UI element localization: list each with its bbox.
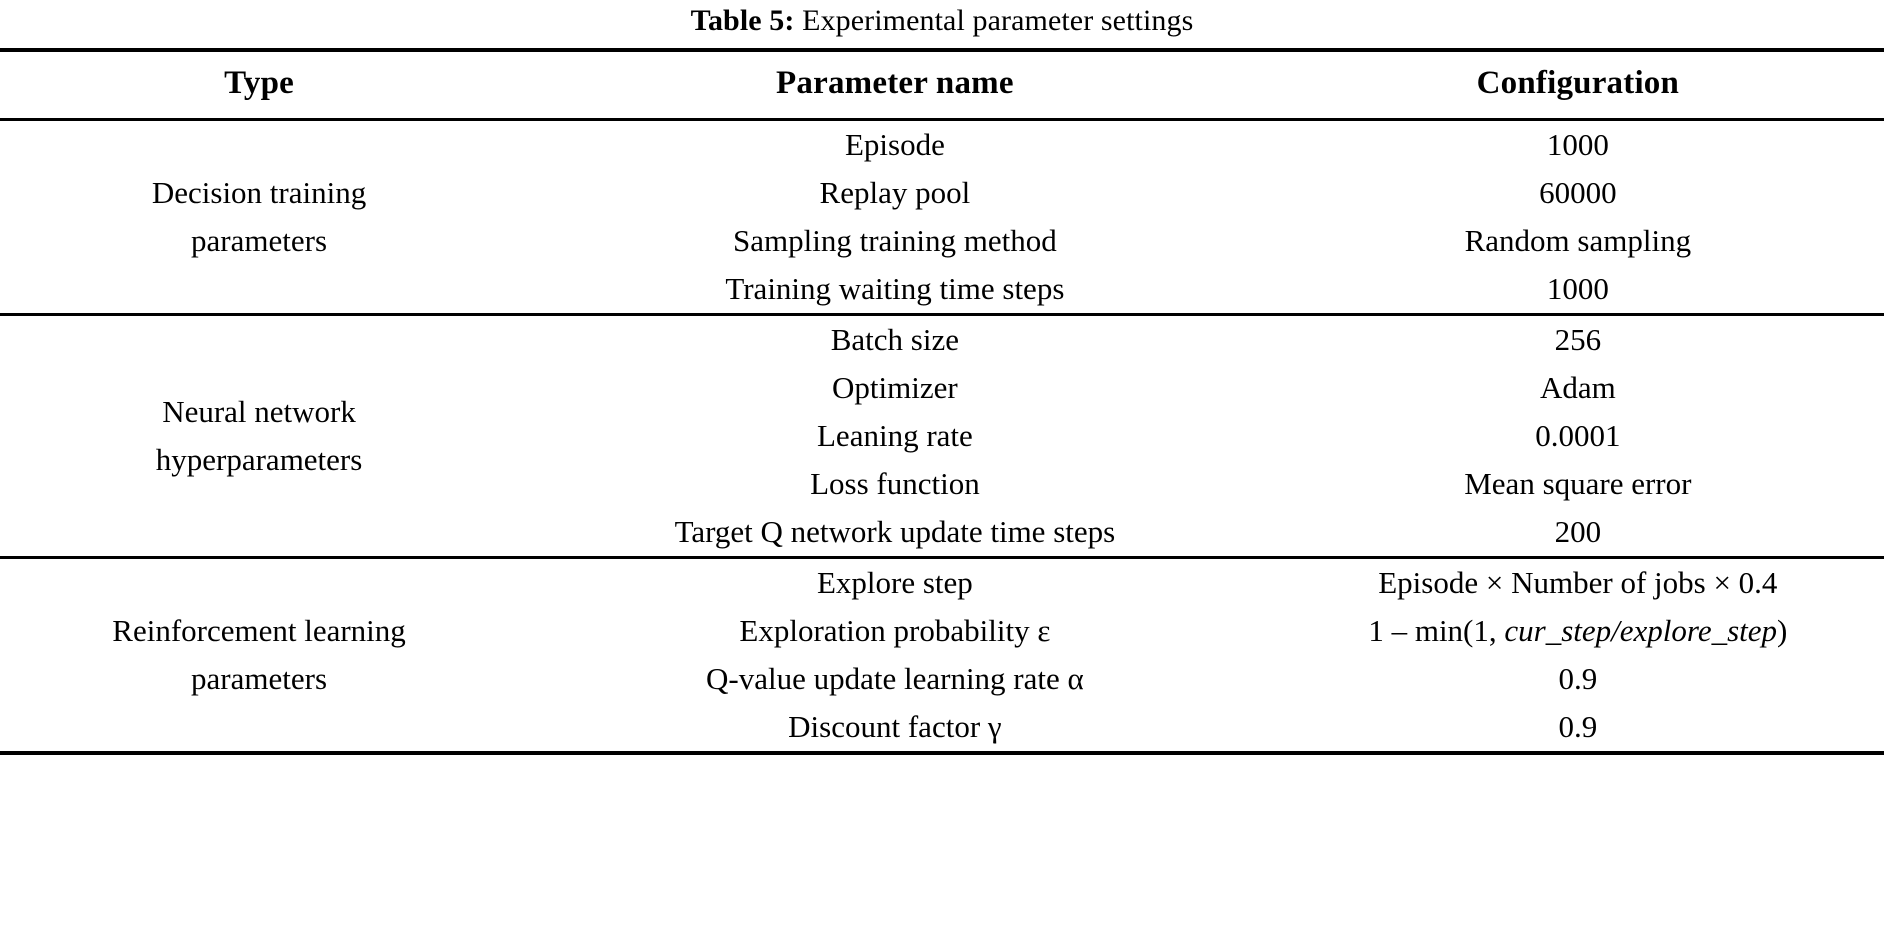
table-row: Reinforcement learning parameters Explor… [0, 559, 1884, 696]
table-section-decision-training: Decision training parameters Episode 100… [0, 121, 1884, 313]
parameter-configuration: Episode × Number of jobs × 0.4 [1378, 565, 1778, 600]
section-type-line-1: Decision training [151, 175, 367, 210]
formula-suffix: ) [1777, 613, 1788, 648]
parameter-name: Loss function [810, 466, 980, 501]
parameter-configuration: 0.9 [1558, 709, 1598, 744]
caption-text: Experimental parameter settings [802, 4, 1194, 37]
table-section-reinforcement-learning: Reinforcement learning parameters Explor… [0, 559, 1884, 751]
parameter-name: Discount factor γ [788, 709, 1002, 744]
parameter-configuration: 200 [1554, 514, 1602, 549]
parameter-name: Training waiting time steps [725, 271, 1065, 306]
table-section-neural-network: Neural network hyperparameters Batch siz… [0, 316, 1884, 556]
section-rule-1 [0, 313, 1884, 316]
parameter-configuration: Mean square error [1464, 466, 1692, 501]
section-type-line-1: Neural network [162, 394, 356, 429]
parameter-configuration: 256 [1554, 322, 1602, 357]
table-row: Exploration probability ε 1 – min(1, cur… [0, 607, 1884, 655]
table-header: Type Parameter name Configuration [0, 52, 1884, 118]
parameter-configuration: Adam [1539, 370, 1616, 405]
parameter-configuration-formula: 1 – min(1, cur_step/explore_step) [1272, 607, 1884, 655]
parameter-name: Episode [844, 127, 945, 162]
parameter-name: Target Q network update time steps [674, 514, 1116, 549]
column-header-type: Type [224, 65, 294, 101]
section-type-line-2: parameters [191, 661, 328, 696]
table-row: Neural network hyperparameters Batch siz… [0, 316, 1884, 477]
table-row: Discount factor γ 0.9 [0, 703, 1884, 751]
section-rule-2 [0, 556, 1884, 559]
table-top-rule [0, 48, 1884, 52]
table-header-row: Type Parameter name Configuration [0, 52, 1884, 118]
parameter-name: Optimizer [832, 370, 958, 405]
parameter-configuration: 1000 [1546, 127, 1609, 162]
parameter-name: Q-value update learning rate α [706, 661, 1084, 696]
table-row: Target Q network update time steps 200 [0, 508, 1884, 556]
parameter-name: Replay pool [819, 175, 971, 210]
table-row: Training waiting time steps 1000 [0, 265, 1884, 313]
table-row: Sampling training method Random sampling [0, 217, 1884, 265]
parameter-name: Sampling training method [733, 223, 1057, 258]
column-header-configuration: Configuration [1476, 65, 1680, 101]
header-rule [0, 118, 1884, 121]
table-row: Optimizer Adam [0, 364, 1884, 412]
table-row: Replay pool 60000 [0, 169, 1884, 217]
table-row: Loss function Mean square error [0, 460, 1884, 508]
section-type-line-1: Reinforcement learning [112, 613, 406, 648]
formula-prefix: 1 – min(1, [1368, 613, 1505, 648]
formula-var-cur-step: cur_step [1504, 613, 1612, 648]
parameter-name: Batch size [830, 322, 960, 357]
section-type-decision-training: Decision training parameters [0, 121, 518, 313]
parameter-name: Exploration probability ε [739, 613, 1051, 648]
formula-var-explore-step: explore_step [1619, 613, 1778, 648]
table-row: Decision training parameters Episode 100… [0, 121, 1884, 258]
section-type-line-2: hyperparameters [155, 442, 363, 477]
parameter-configuration: 1000 [1546, 271, 1609, 306]
parameter-configuration: 0.0001 [1535, 418, 1621, 453]
parameter-configuration: Random sampling [1464, 223, 1692, 258]
table-caption: Table 5: Experimental parameter settings [0, 0, 1884, 48]
section-type-reinforcement-learning: Reinforcement learning parameters [0, 559, 518, 751]
section-type-line-2: parameters [191, 223, 328, 258]
table-row: Leaning rate 0.0001 [0, 412, 1884, 460]
parameter-name: Explore step [816, 565, 973, 600]
column-header-parameter-name: Parameter name [776, 65, 1014, 101]
table-bottom-rule [0, 751, 1884, 755]
parameter-name: Leaning rate [817, 418, 973, 453]
parameter-configuration: 60000 [1539, 175, 1617, 210]
formula-slash: / [1611, 613, 1620, 648]
section-type-neural-network: Neural network hyperparameters [0, 316, 518, 556]
parameter-configuration: 0.9 [1558, 661, 1598, 696]
caption-label: Table 5: [690, 4, 795, 37]
table-row: Q-value update learning rate α 0.9 [0, 655, 1884, 703]
